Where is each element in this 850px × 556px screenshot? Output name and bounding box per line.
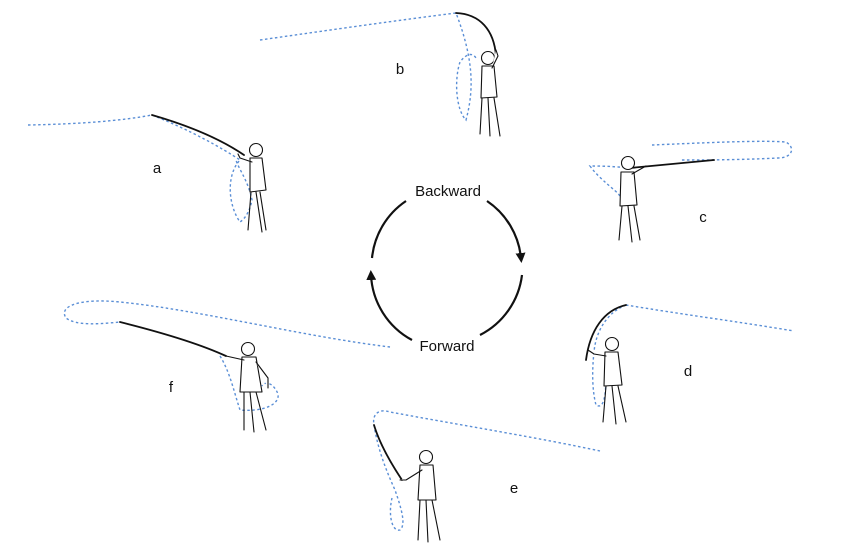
label-b: b (396, 61, 404, 78)
casting-position-b: b (259, 12, 501, 137)
angler-figure-a (237, 142, 267, 233)
casting-position-e: e (372, 410, 601, 543)
rod-e (373, 424, 403, 481)
cycle-arc-top-right (486, 200, 526, 263)
cycle-arc-bottom-left (366, 270, 413, 341)
angler-figure-d (587, 336, 627, 425)
angler-figure-c (618, 155, 647, 243)
casting-position-d: d (585, 304, 795, 425)
rod-d (585, 304, 627, 361)
cycle-ring: Backward Forward (366, 183, 526, 355)
fly-line-a (27, 114, 253, 223)
angler-figure-b (479, 49, 501, 137)
forward-label: Forward (419, 338, 474, 355)
fly-line-b (259, 12, 477, 122)
label-c: c (699, 209, 707, 226)
label-d: d (684, 363, 692, 380)
rod-a (151, 114, 245, 156)
rod-b (455, 12, 497, 57)
fly-line-d (591, 304, 795, 407)
label-e: e (510, 480, 518, 497)
rod-hand-line-c (588, 165, 631, 197)
casting-position-f: f (63, 300, 391, 433)
rod-c (629, 159, 715, 169)
label-f: f (169, 379, 174, 396)
backward-label: Backward (415, 183, 481, 200)
angler-figure-f (225, 341, 269, 433)
casting-position-a: a (27, 114, 267, 233)
label-a: a (153, 160, 162, 177)
cycle-arc-bottom-right (479, 274, 524, 336)
fly-line-c (651, 140, 793, 161)
casting-position-c: c (588, 140, 793, 243)
cycle-arc-top-left (370, 200, 407, 259)
rod-f (119, 321, 227, 357)
angler-figure-e (399, 449, 441, 543)
fly-line-e (372, 410, 601, 531)
fly-line-f (63, 300, 391, 412)
